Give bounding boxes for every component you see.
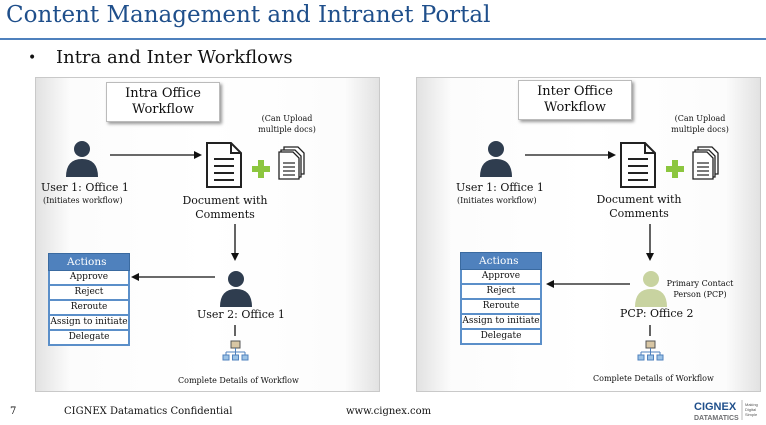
intra-user2-label: User 2: Office 1 [197,308,285,321]
svg-text:CIGNEX: CIGNEX [694,401,737,413]
intra-workflow-label: Intra Office Workflow [106,82,220,122]
inter-pcp-icon [635,271,667,307]
inter-action-reroute[interactable]: Reroute [460,300,542,315]
inter-multiple-docs-icon [692,146,719,180]
inter-user1-icon [480,141,512,177]
inter-initiates-note: (Initiates workflow) [457,196,537,205]
inter-plus-icon [666,160,684,178]
intra-actions-menu: Actions Approve Reject Reroute Assign to… [48,253,130,346]
inter-action-assign-to-initiate[interactable]: Assign to initiate [460,315,542,330]
intra-user2-icon [220,271,252,307]
inter-user1-label: User 1: Office 1 [456,181,544,194]
slide-title: Content Management and Intranet Portal [6,2,491,28]
inter-actions-menu: Actions Approve Reject Reroute Assign to… [460,252,542,345]
intra-action-assign-to-initiate[interactable]: Assign to initiate [48,316,130,331]
title-divider [0,38,766,40]
inter-actions-header: Actions [460,252,542,270]
intra-complete-details: Complete Details of Workflow [178,376,299,385]
inter-workflow-tree-icon [637,340,664,361]
intra-actions-header: Actions [48,253,130,271]
intra-action-reroute[interactable]: Reroute [48,301,130,316]
svg-text:Simple: Simple [745,412,758,417]
cignex-logo: CIGNEX DATAMATICS Making Digital Simple [694,400,758,422]
bullet-icon: • [28,50,37,66]
confidential-note: CIGNEX Datamatics Confidential [64,406,233,417]
intra-action-approve[interactable]: Approve [48,271,130,286]
intra-plus-icon [252,160,270,178]
intra-user1-icon [66,141,98,177]
svg-text:Making: Making [745,402,758,407]
inter-upload-note: (Can Upload multiple docs) [671,114,729,134]
inter-pcp-label: PCP: Office 2 [620,307,694,320]
intra-upload-note: (Can Upload multiple docs) [258,114,316,134]
intra-document-label: Document with Comments [182,194,268,221]
bullet-text: Intra and Inter Workflows [56,47,293,68]
website-link[interactable]: www.cignex.com [346,406,432,417]
intra-initiates-note: (Initiates workflow) [43,196,123,205]
intra-document-icon [206,142,242,188]
intra-workflow-tree-icon [222,340,249,361]
intra-action-reject[interactable]: Reject [48,286,130,301]
inter-action-approve[interactable]: Approve [460,270,542,285]
inter-action-reject[interactable]: Reject [460,285,542,300]
inter-pcp-note: Primary Contact Person (PCP) [666,279,734,299]
inter-complete-details: Complete Details of Workflow [593,374,714,383]
svg-text:DATAMATICS: DATAMATICS [694,415,739,422]
inter-document-icon [620,142,656,188]
inter-document-label: Document with Comments [596,193,682,220]
inter-action-delegate[interactable]: Delegate [460,330,542,345]
inter-workflow-label: Inter Office Workflow [518,80,632,120]
page-number: 7 [10,406,17,417]
intra-multiple-docs-icon [278,146,305,180]
intra-user1-label: User 1: Office 1 [41,181,129,194]
svg-text:Digital: Digital [745,407,756,412]
intra-action-delegate[interactable]: Delegate [48,331,130,346]
